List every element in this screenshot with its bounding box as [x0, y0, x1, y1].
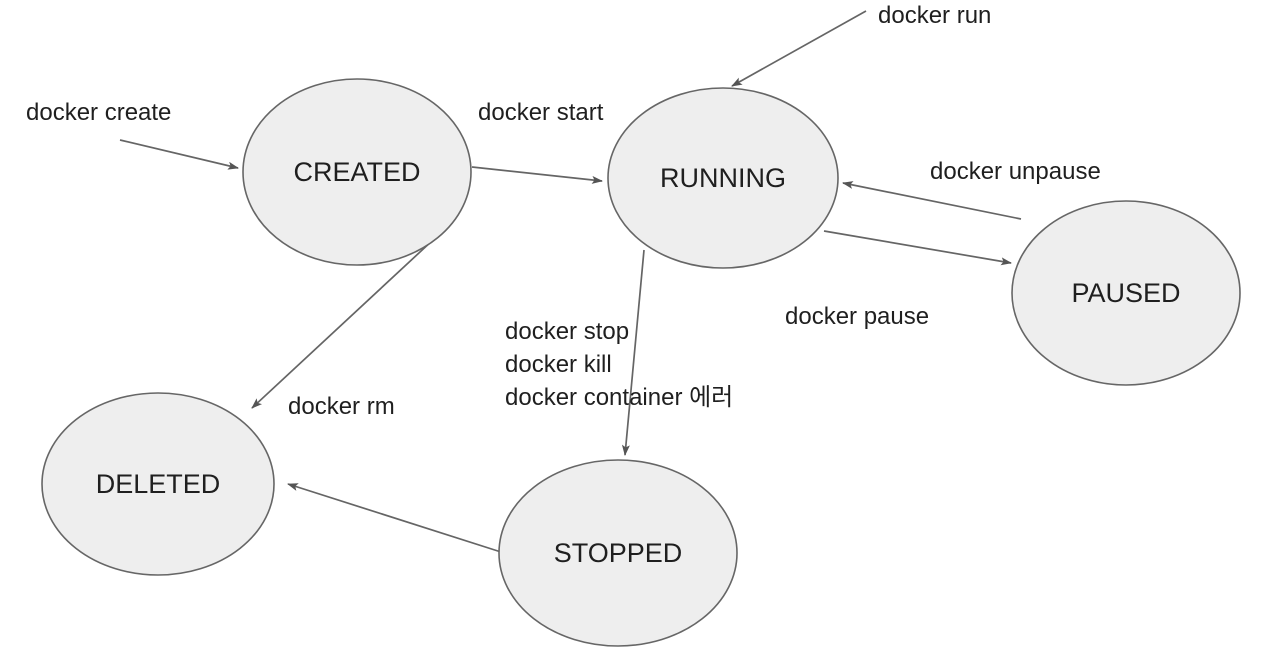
edge-docker-rm	[251, 238, 435, 409]
edge-line-docker-pause	[823, 230, 1012, 266]
edge-label-docker-pause: docker pause	[785, 303, 929, 330]
edge-label-docker-run: docker run	[878, 2, 991, 29]
edge-line-docker-unpause	[842, 181, 1022, 220]
node-shape-stopped[interactable]	[498, 459, 738, 647]
edge-label-docker-container-error-line-3: docker container 에러	[505, 384, 733, 411]
node-label-paused: PAUSED	[1071, 278, 1180, 308]
node-shape-paused[interactable]	[1011, 200, 1241, 386]
edge-docker-pause	[823, 230, 1012, 266]
node-running[interactable]: RUNNING	[607, 87, 839, 269]
node-label-deleted: DELETED	[96, 469, 221, 499]
edge-label-docker-start: docker start	[478, 99, 604, 126]
edge-line-docker-stop	[621, 249, 645, 456]
edge-line-docker-run	[731, 10, 867, 87]
edge-label-docker-create: docker create	[26, 99, 171, 126]
edge-label-docker-rm: docker rm	[288, 393, 395, 420]
node-stopped[interactable]: STOPPED	[498, 459, 738, 647]
node-shape-created[interactable]	[242, 78, 472, 266]
edge-label-docker-stop-line-1: docker stop	[505, 318, 629, 345]
node-shape-deleted[interactable]	[41, 392, 275, 576]
node-label-created: CREATED	[293, 157, 420, 187]
edge-line-docker-create	[119, 139, 239, 170]
node-shape-running[interactable]	[607, 87, 839, 269]
edge-docker-start	[471, 166, 603, 184]
edge-docker-create	[119, 139, 239, 170]
edge-docker-stop	[621, 249, 645, 456]
node-paused[interactable]: PAUSED	[1011, 200, 1241, 386]
node-label-stopped: STOPPED	[554, 538, 683, 568]
edge-label-docker-stop-group: docker stop docker kill docker container…	[505, 318, 733, 411]
edge-line-docker-rm	[251, 238, 435, 409]
edge-docker-run	[731, 10, 867, 87]
edge-line-stopped-to-deleted	[287, 483, 502, 553]
node-deleted[interactable]: DELETED	[41, 392, 275, 576]
node-created[interactable]: CREATED	[242, 78, 472, 266]
edge-label-docker-unpause: docker unpause	[930, 158, 1101, 185]
edge-label-docker-kill-line-2: docker kill	[505, 351, 612, 378]
edge-line-docker-start	[471, 166, 603, 184]
edge-stopped-to-deleted	[287, 483, 502, 553]
node-label-running: RUNNING	[660, 163, 786, 193]
edge-docker-unpause	[842, 181, 1022, 220]
